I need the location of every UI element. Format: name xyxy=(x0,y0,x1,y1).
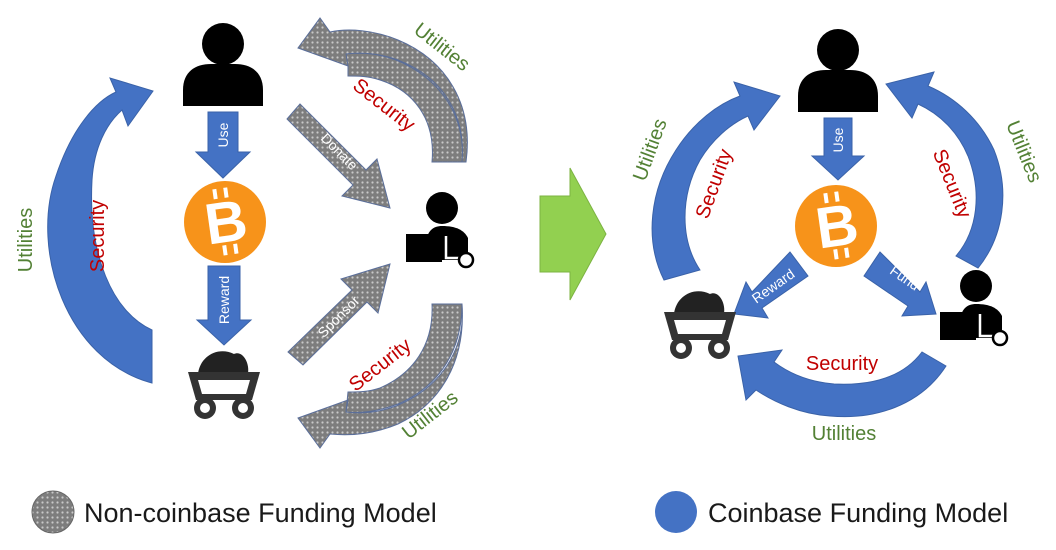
reward-arrow xyxy=(195,265,253,346)
top-loop-arrow xyxy=(297,17,468,163)
user-icon xyxy=(798,29,878,112)
user-icon xyxy=(183,23,263,106)
legend-non-coinbase-label: Non-coinbase Funding Model xyxy=(84,498,437,528)
bitcoin-icon xyxy=(184,181,266,263)
sponsor-arrow xyxy=(287,263,391,366)
right-use-arrow-label: Use xyxy=(830,127,846,152)
left-loop-arrow xyxy=(47,77,154,384)
sponsor-arrow-label: Sponsor xyxy=(314,292,362,340)
transition-arrow xyxy=(539,167,607,301)
miner-cart-icon xyxy=(188,351,260,419)
coinbase-model: Utilities Security Utilities Security Se… xyxy=(629,29,1046,445)
right-bottom-loop-security-label: Security xyxy=(806,353,878,375)
donate-arrow xyxy=(286,103,391,209)
use-arrow xyxy=(194,111,252,179)
right-use-arrow xyxy=(810,117,866,181)
right-reward-arrow xyxy=(733,251,809,319)
right-bottom-loop-utilities-label: Utilities xyxy=(812,423,876,445)
legend-coinbase-label: Coinbase Funding Model xyxy=(708,498,1008,528)
reward-arrow-label: Reward xyxy=(216,276,232,324)
sponsor-icon xyxy=(938,268,1009,347)
use-arrow-label: Use xyxy=(215,122,231,147)
right-fund-arrow xyxy=(863,251,937,317)
miner-cart-icon xyxy=(664,291,736,359)
right-right-loop-arrow xyxy=(885,71,1004,269)
left-loop-utilities-label: Utilities xyxy=(15,208,37,272)
non-coinbase-model: Utilities Security Use Reward Donate Spo… xyxy=(15,17,475,449)
right-right-loop-utilities-label: Utilities xyxy=(1001,118,1046,186)
bitcoin-icon xyxy=(795,185,877,267)
sponsor-icon xyxy=(404,190,475,269)
left-loop-security-label: Security xyxy=(87,200,109,272)
right-bottom-loop-arrow xyxy=(737,349,947,418)
legend: Non-coinbase Funding Model Coinbase Fund… xyxy=(31,490,1008,534)
legend-swatch-coinbase xyxy=(655,491,697,533)
legend-swatch-non-coinbase xyxy=(31,490,75,534)
right-left-loop-arrow xyxy=(651,81,781,281)
bottom-loop-arrow xyxy=(297,303,463,449)
